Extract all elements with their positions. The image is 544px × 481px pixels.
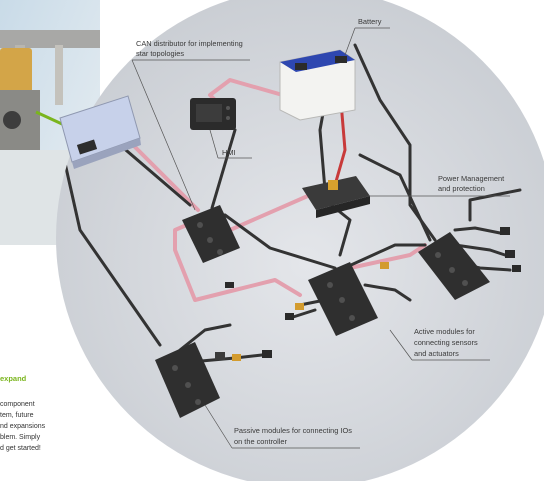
active-module	[418, 232, 490, 300]
power-management-label: Power Management and protection	[438, 174, 506, 193]
can-distributor-module	[182, 205, 240, 263]
leader-lines	[131, 27, 510, 449]
passive-module	[155, 342, 220, 418]
passive-modules-label: Passive modules for connecting IOs on th…	[234, 426, 354, 446]
connector-line	[35, 110, 63, 126]
hmi-panel	[59, 95, 141, 169]
active-modules-label: Active modules for connecting sensors an…	[414, 327, 480, 358]
battery	[279, 49, 356, 121]
connectors	[215, 227, 521, 361]
power-management-unit	[302, 176, 370, 218]
sidebar-heading: expand	[0, 374, 27, 383]
battery-label: Battery	[358, 17, 382, 26]
sidebar-body: component tem, future nd expansions blem…	[0, 401, 47, 452]
hmi-label: HMI	[222, 148, 236, 157]
can-distributor-label: CAN distributor for implementing star to…	[136, 39, 245, 58]
hmi-display	[190, 98, 236, 130]
module-ports	[172, 222, 468, 405]
